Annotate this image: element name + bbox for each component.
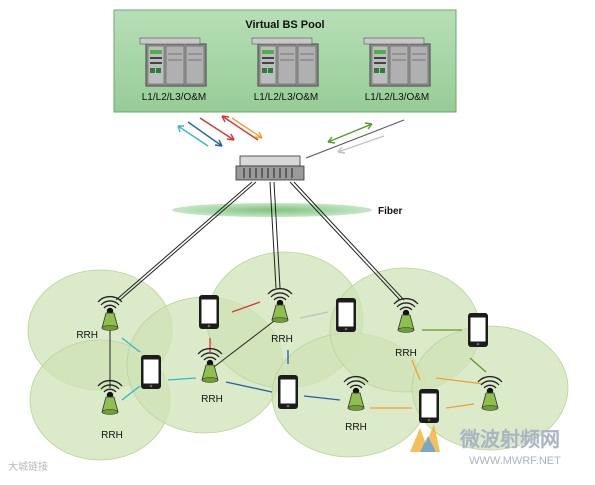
watermark-url: WWW.MWRF.NET bbox=[469, 455, 561, 467]
arrow-green bbox=[327, 123, 373, 143]
phone-icon bbox=[468, 313, 488, 347]
server-label: L1/L2/L3/O&M bbox=[254, 92, 318, 103]
phone-icon bbox=[199, 295, 219, 329]
logo-mark bbox=[410, 424, 440, 452]
server-icon bbox=[251, 37, 319, 87]
arrow-blue bbox=[187, 121, 223, 147]
rrh-links bbox=[109, 317, 279, 388]
rrh-3: RRH bbox=[197, 347, 223, 405]
arrow-red bbox=[199, 117, 235, 141]
wireless-arrows bbox=[121, 301, 487, 409]
server-3: L1/L2/L3/O&M bbox=[363, 37, 431, 103]
phone-icon bbox=[278, 375, 298, 409]
rrh-5: RRH bbox=[393, 297, 419, 359]
phone-icon bbox=[336, 298, 356, 332]
rrh-label: RRH bbox=[76, 330, 98, 341]
rrh-label: RRH bbox=[101, 430, 123, 441]
pool-title: Virtual BS Pool bbox=[245, 19, 324, 31]
server-label: L1/L2/L3/O&M bbox=[365, 92, 429, 103]
server-2: L1/L2/L3/O&M bbox=[251, 37, 319, 103]
watermark: 微波射频网 WWW.MWRF.NET 大城链接 bbox=[8, 424, 561, 473]
rrh-stations: RRH RRH RRH RRH RRH RRH bbox=[76, 287, 503, 441]
fiber-label: Fiber bbox=[378, 206, 403, 217]
rrh-label: RRH bbox=[395, 348, 417, 359]
switch bbox=[235, 155, 305, 181]
rrh-4: RRH bbox=[267, 287, 293, 345]
fiber-links bbox=[115, 181, 405, 301]
phone-icon bbox=[141, 355, 161, 389]
rrh-2: RRH bbox=[97, 379, 123, 441]
rrh-label: RRH bbox=[345, 422, 367, 433]
watermark-left: 大城链接 bbox=[8, 460, 48, 473]
arrow-gray bbox=[337, 135, 385, 153]
phone-icon bbox=[419, 389, 439, 423]
server-label: L1/L2/L3/O&M bbox=[142, 92, 206, 103]
server-icon bbox=[363, 37, 431, 87]
virtual-bs-pool: Virtual BS Pool L1/L2/L3/O&M L1/L2/L3/O&… bbox=[113, 9, 457, 113]
watermark-main: 微波射频网 bbox=[459, 427, 560, 451]
arrow-red-2 bbox=[221, 115, 259, 141]
rrh-6: RRH bbox=[343, 375, 369, 433]
arrow-cyan bbox=[177, 125, 209, 147]
rrh-label: RRH bbox=[201, 394, 223, 405]
rrh-label: RRH bbox=[271, 334, 293, 345]
rrh-1: RRH bbox=[76, 295, 123, 341]
pool-link-line bbox=[305, 119, 405, 159]
server-icon bbox=[139, 37, 207, 87]
pool-traffic-arrows bbox=[177, 115, 405, 159]
arrow-orange bbox=[231, 117, 263, 139]
server-1: L1/L2/L3/O&M bbox=[139, 37, 207, 103]
